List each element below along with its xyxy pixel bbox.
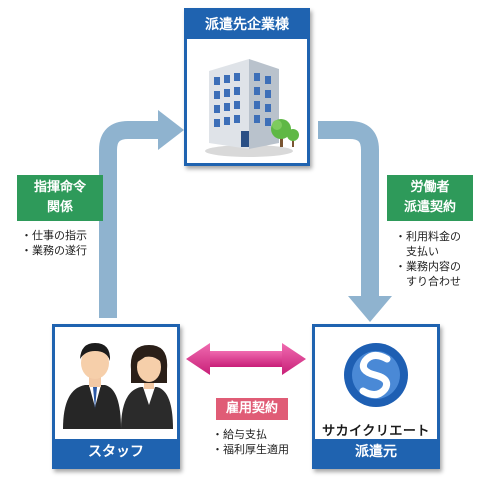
command-notes: ・仕事の指示 ・業務の遂行 <box>21 228 87 258</box>
employment-note-item: ・福利厚生適用 <box>212 443 289 456</box>
company-logo-text: サカイクリエート <box>322 424 430 439</box>
command-arrow <box>99 110 184 318</box>
labor-notes: ・利用料金の 支払い ・業務内容の すり合わせ <box>395 229 461 289</box>
client-label: 派遣先企業様 <box>187 11 307 39</box>
labor-note-item: 支払い <box>395 245 439 258</box>
labor-contract-tag: 労働者 派遣契約 <box>387 175 473 221</box>
labor-note-item: ・業務内容の <box>395 260 461 273</box>
staff-label: スタッフ <box>55 439 177 466</box>
command-note-item: ・仕事の指示 <box>21 229 87 242</box>
labor-note-item: ・利用料金の <box>395 230 461 243</box>
labor-note-item: すり合わせ <box>395 275 461 288</box>
labor-tag-line-2: 派遣契約 <box>403 200 456 215</box>
command-relation-tag: 指揮命令 関係 <box>17 175 103 221</box>
client-company-node: 派遣先企業様 <box>184 8 310 166</box>
labor-tag-line-1: 労働者 <box>410 180 450 195</box>
employment-arrow <box>186 343 306 375</box>
employment-notes: ・給与支払 ・福利厚生適用 <box>212 427 289 457</box>
employment-contract-tag: 雇用契約 <box>216 398 288 420</box>
male-staff-figure <box>63 343 121 429</box>
dispatcher-label: 派遣元 <box>315 439 437 466</box>
dispatcher-node: 派遣元 <box>312 324 440 469</box>
company-logo-icon <box>344 343 408 407</box>
staff-node: スタッフ <box>52 324 180 469</box>
command-tag-line-1: 指揮命令 <box>33 180 86 195</box>
staff-people-icon <box>63 343 173 429</box>
command-note-item: ・業務の遂行 <box>21 244 87 257</box>
female-staff-figure <box>121 345 173 429</box>
labor-contract-arrow <box>318 121 392 322</box>
command-tag-line-2: 関係 <box>46 200 73 215</box>
office-building-icon <box>205 59 299 157</box>
employment-note-item: ・給与支払 <box>212 428 267 441</box>
